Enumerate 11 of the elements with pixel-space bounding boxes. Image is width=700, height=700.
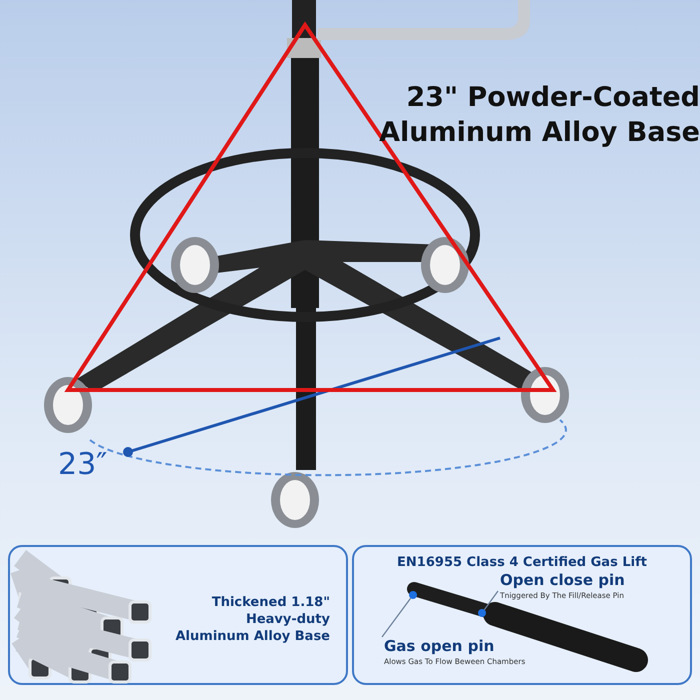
pin-marker [409, 591, 417, 599]
panel-caption: Thickened 1.18" Heavy-duty Aluminum Alloy Base [174, 595, 330, 646]
info-panel [352, 545, 692, 685]
leader-line [484, 590, 498, 610]
part-name: Gas open pin [384, 637, 494, 655]
leader-line [382, 598, 412, 638]
heading: 23" Powder-Coated Aluminum Alloy Base [378, 81, 700, 150]
info-panel [8, 545, 348, 685]
panel-title: EN16955 Class 4 Certified Gas Lift [396, 555, 648, 570]
dimension-text: 23″ [58, 446, 108, 484]
part-name: Open close pin [500, 571, 625, 589]
